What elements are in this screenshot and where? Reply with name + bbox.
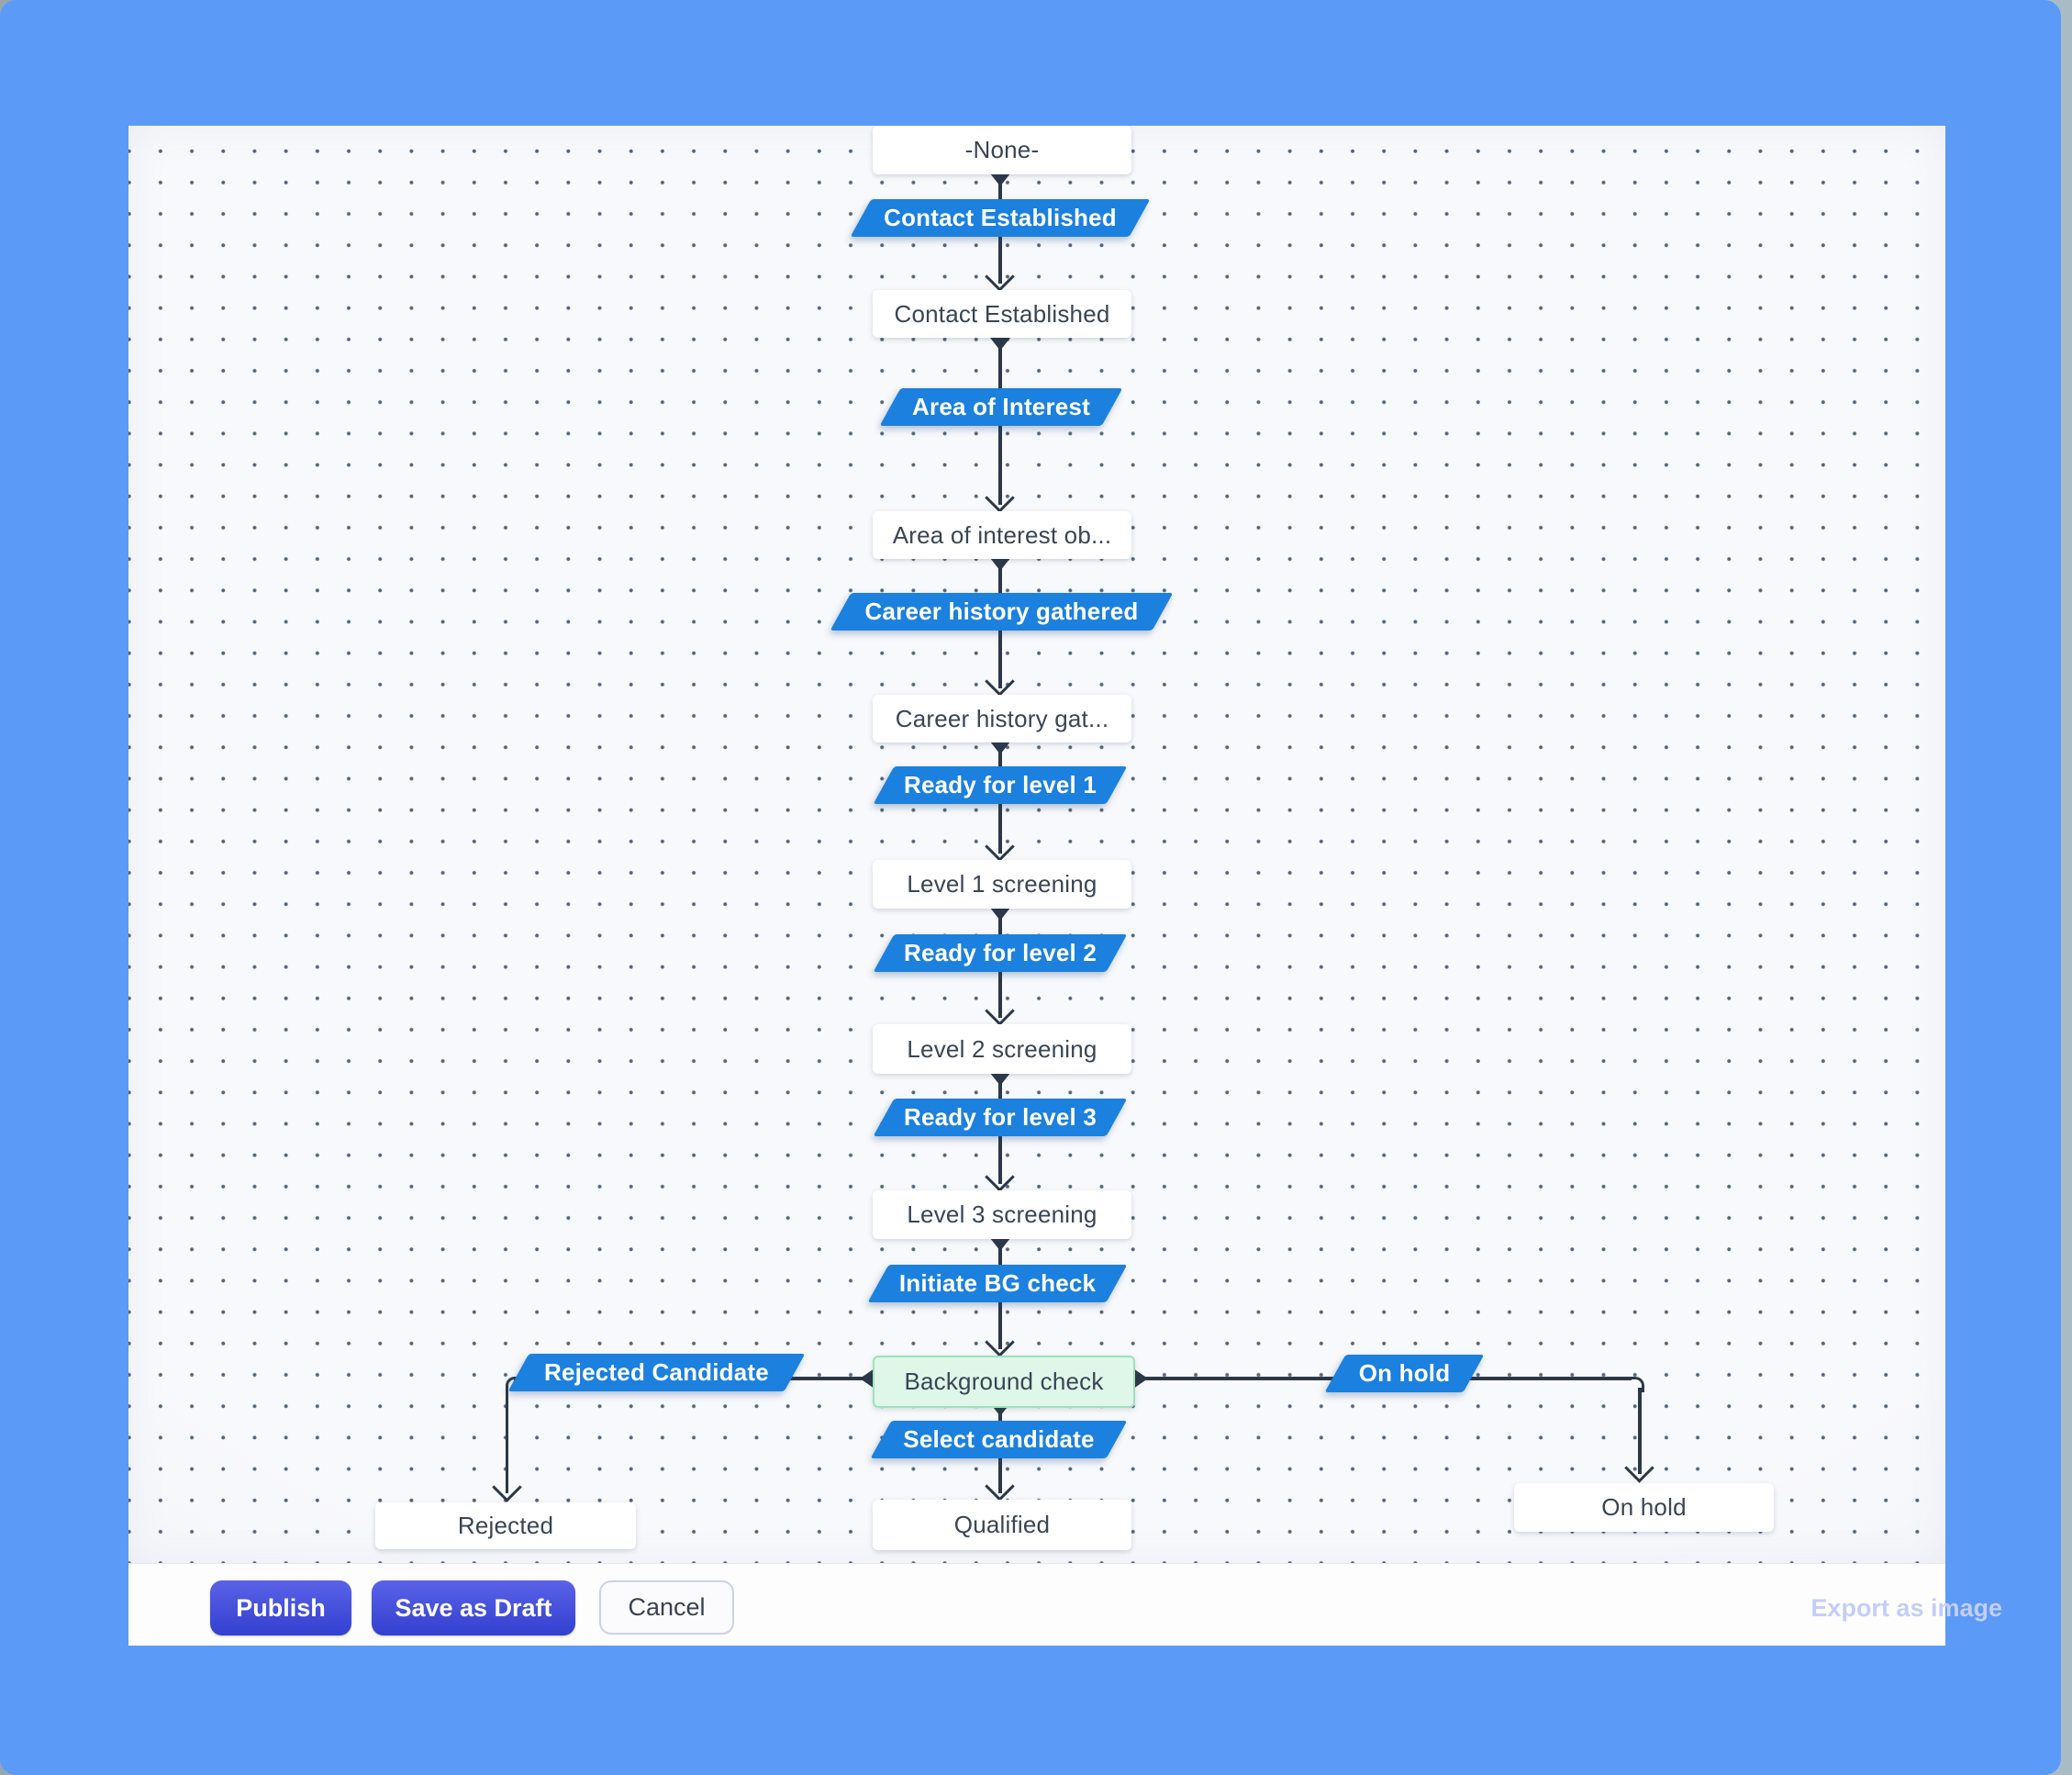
- connector-start-arrow-icon: [990, 558, 1010, 571]
- transition-ready-for-level-3[interactable]: Ready for level 3: [873, 1099, 1128, 1136]
- state-label: Level 3 screening: [907, 1200, 1097, 1228]
- transition-label: Ready for level 2: [903, 939, 1097, 966]
- publish-button-label: Publish: [236, 1593, 326, 1622]
- connector-start-arrow-icon: [990, 1238, 1010, 1251]
- cancel-button[interactable]: Cancel: [599, 1580, 734, 1635]
- arrowhead-down-icon: [1624, 1453, 1654, 1483]
- state-rejected[interactable]: Rejected: [375, 1502, 636, 1549]
- transition-contact-established[interactable]: Contact Established: [850, 199, 1151, 237]
- arrowhead-down-icon: [985, 1162, 1015, 1192]
- connector-start-arrow-icon: [990, 742, 1010, 754]
- export-as-image-label: Export as image: [1810, 1593, 2002, 1622]
- state-area-of-interest-obtained[interactable]: Area of interest ob...: [873, 511, 1131, 559]
- state-label: Area of interest ob...: [892, 520, 1112, 549]
- save-as-draft-button-label: Save as Draft: [395, 1593, 552, 1622]
- state-qualified[interactable]: Qualified: [873, 1500, 1131, 1550]
- transition-label: Ready for level 3: [903, 1103, 1097, 1131]
- state-level-2-screening[interactable]: Level 2 screening: [873, 1024, 1131, 1074]
- connector-start-arrow-icon: [990, 908, 1010, 921]
- save-as-draft-button[interactable]: Save as Draft: [372, 1580, 575, 1635]
- state-label: Rejected: [457, 1512, 554, 1539]
- connector-line: [505, 1388, 508, 1493]
- arrowhead-down-icon: [985, 666, 1015, 697]
- arrowhead-down-icon: [985, 996, 1015, 1026]
- state-label: Level 1 screening: [907, 870, 1097, 898]
- transition-on-hold[interactable]: On hold: [1324, 1355, 1485, 1392]
- transition-career-history-gathered[interactable]: Career history gathered: [830, 593, 1174, 631]
- transition-label: Initiate BG check: [898, 1269, 1097, 1297]
- state-label: Background check: [904, 1368, 1104, 1395]
- connector-corner: [1628, 1377, 1644, 1393]
- transition-area-of-interest[interactable]: Area of Interest: [879, 388, 1123, 426]
- arrowhead-down-icon: [985, 1327, 1015, 1357]
- publish-button[interactable]: Publish: [210, 1580, 351, 1635]
- state-label: -None-: [964, 136, 1040, 163]
- state-career-history-gathered[interactable]: Career history gat...: [873, 695, 1131, 742]
- arrowhead-down-icon: [985, 483, 1015, 513]
- connector-corner: [505, 1377, 521, 1393]
- transition-select-candidate[interactable]: Select candidate: [870, 1421, 1128, 1458]
- state-contact-established[interactable]: Contact Established: [873, 290, 1131, 338]
- arrowhead-down-icon: [491, 1472, 522, 1502]
- transition-label: Rejected Candidate: [544, 1358, 769, 1386]
- transition-label: Area of Interest: [912, 393, 1090, 420]
- state-level-3-screening[interactable]: Level 3 screening: [873, 1190, 1131, 1239]
- export-as-image-button[interactable]: Export as image: [1672, 1580, 2002, 1635]
- transition-ready-for-level-1[interactable]: Ready for level 1: [873, 766, 1128, 804]
- transition-label: On hold: [1358, 1359, 1451, 1387]
- arrowhead-down-icon: [985, 262, 1015, 292]
- transition-label: Ready for level 1: [903, 771, 1097, 798]
- connector-start-arrow-icon: [990, 173, 1010, 186]
- connector-start-arrow-icon: [990, 1073, 1010, 1086]
- connector-start-arrow-icon: [990, 338, 1010, 351]
- transition-label: Contact Established: [884, 204, 1117, 231]
- cancel-button-label: Cancel: [628, 1593, 706, 1621]
- state-label: Level 2 screening: [907, 1034, 1097, 1063]
- transition-ready-for-level-2[interactable]: Ready for level 2: [873, 934, 1128, 972]
- arrowhead-down-icon: [985, 832, 1015, 862]
- transition-rejected-candidate[interactable]: Rejected Candidate: [507, 1354, 806, 1391]
- connector-line: [1638, 1388, 1642, 1474]
- transition-label: Career history gathered: [864, 597, 1139, 625]
- state-label: Qualified: [953, 1511, 1051, 1538]
- state-label: On hold: [1601, 1493, 1687, 1521]
- state-on-hold[interactable]: On hold: [1514, 1483, 1774, 1532]
- arrowhead-down-icon: [985, 1471, 1015, 1501]
- state-label: Career history gat...: [895, 704, 1109, 732]
- transition-initiate-bg-check[interactable]: Initiate BG check: [867, 1265, 1128, 1302]
- state-level-1-screening[interactable]: Level 1 screening: [873, 860, 1131, 909]
- state-label: Contact Established: [894, 299, 1110, 328]
- state-none[interactable]: -None-: [873, 126, 1131, 174]
- transition-label: Select candidate: [903, 1425, 1095, 1453]
- connector-start-arrow-icon: [860, 1368, 874, 1389]
- flow-canvas: Contact Established Area of Interest Car…: [128, 126, 1945, 1563]
- action-bar: Publish Save as Draft Cancel Export as i…: [128, 1563, 2002, 1646]
- state-background-check[interactable]: Background check: [873, 1356, 1135, 1408]
